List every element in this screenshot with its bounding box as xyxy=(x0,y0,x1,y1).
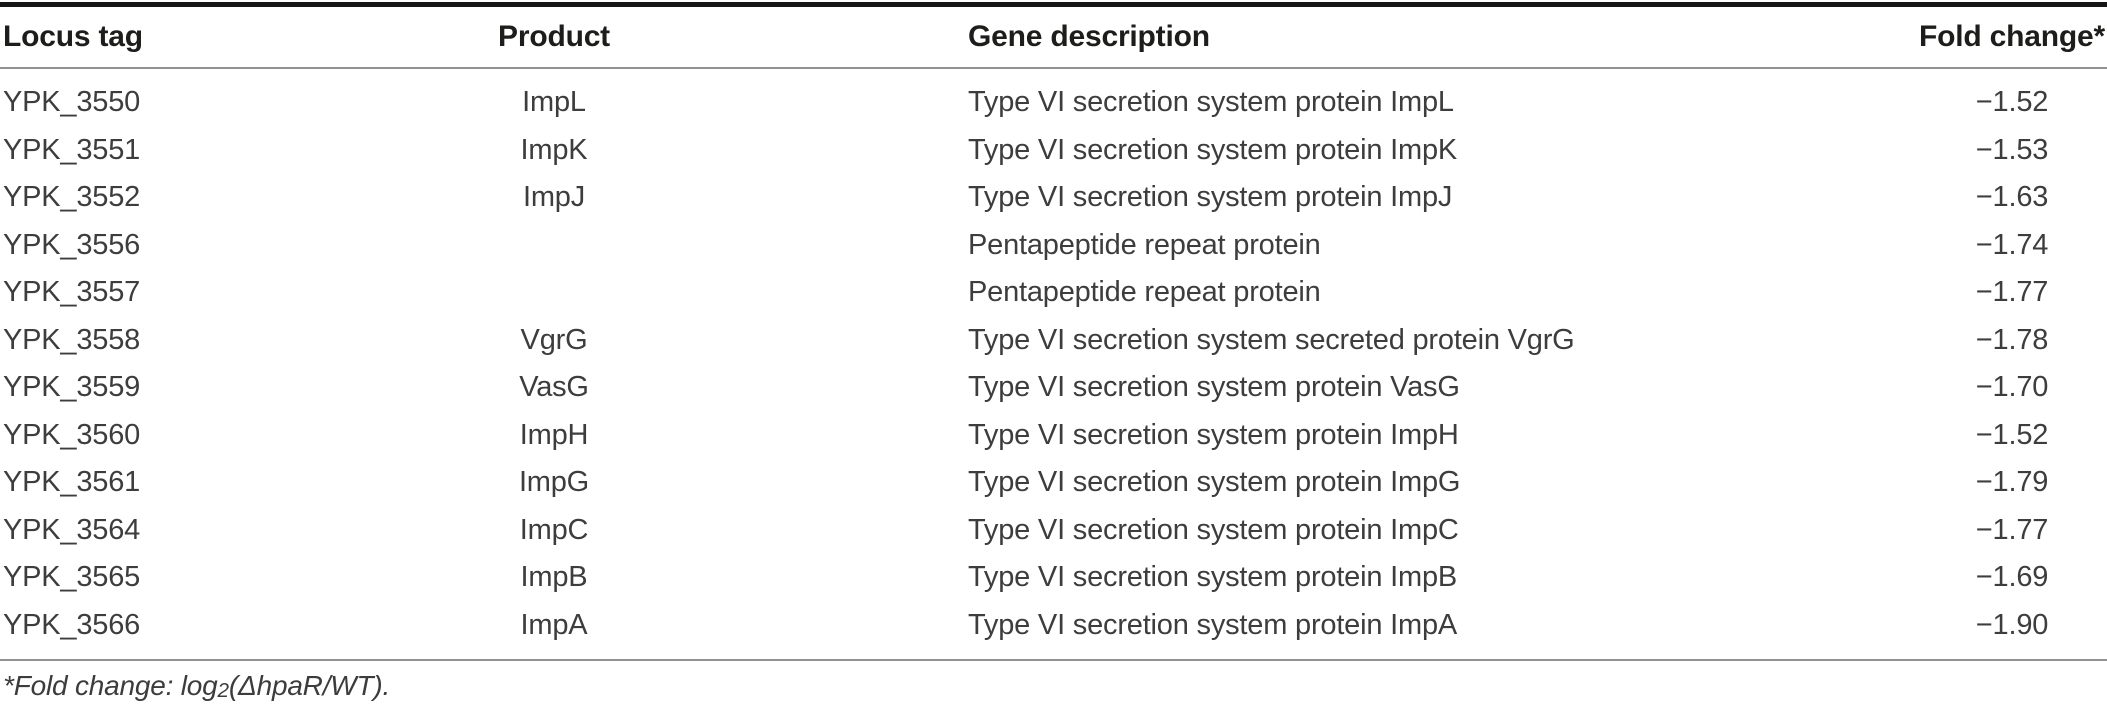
fold-change-cell: −1.90 xyxy=(1975,608,2049,641)
column-header-locus-tag: Locus tag xyxy=(3,20,143,53)
locus-tag-cell: YPK_3565 xyxy=(3,561,141,594)
fold-change-cell: −1.77 xyxy=(1975,276,2049,309)
column-header-product: Product xyxy=(498,20,610,53)
gene-description-cell: Type VI secretion system protein ImpL xyxy=(968,86,1454,119)
table-row: YPK_3552 ImpJ Type VI secretion system p… xyxy=(0,174,2107,222)
table-bottom-rule xyxy=(0,659,2107,661)
fold-change-cell: −1.52 xyxy=(1975,418,2049,451)
table-row: YPK_3561 ImpG Type VI secretion system p… xyxy=(0,459,2107,507)
locus-tag-cell: YPK_3552 xyxy=(3,181,141,214)
fold-change-cell: −1.53 xyxy=(1975,133,2049,166)
product-cell: VasG xyxy=(519,371,589,404)
product-cell: ImpH xyxy=(519,418,589,451)
footnote-suffix: (ΔhpaR/WT). xyxy=(228,670,391,701)
table-row: YPK_3560 ImpH Type VI secretion system p… xyxy=(0,412,2107,460)
locus-tag-cell: YPK_3564 xyxy=(3,513,141,546)
footnote-prefix: *Fold change: log xyxy=(3,670,218,701)
locus-tag-cell: YPK_3558 xyxy=(3,323,141,356)
column-header-gene-description: Gene description xyxy=(968,20,1210,53)
fold-change-cell: −1.78 xyxy=(1975,323,2049,356)
fold-change-cell: −1.52 xyxy=(1975,86,2049,119)
table-body: YPK_3550 ImpL Type VI secretion system p… xyxy=(0,69,2107,659)
table-row: YPK_3551 ImpK Type VI secretion system p… xyxy=(0,127,2107,175)
table-row: YPK_3557 Pentapeptide repeat protein −1.… xyxy=(0,269,2107,317)
gene-description-cell: Type VI secretion system protein ImpK xyxy=(968,133,1458,166)
column-header-fold-change: Fold change* xyxy=(1919,20,2105,53)
table-row: YPK_3559 VasG Type VI secretion system p… xyxy=(0,364,2107,412)
table-row: YPK_3564 ImpC Type VI secretion system p… xyxy=(0,507,2107,555)
fold-change-cell: −1.79 xyxy=(1975,466,2049,499)
locus-tag-cell: YPK_3566 xyxy=(3,608,141,641)
fold-change-cell: −1.70 xyxy=(1975,371,2049,404)
table-row: YPK_3550 ImpL Type VI secretion system p… xyxy=(0,79,2107,127)
gene-description-cell: Pentapeptide repeat protein xyxy=(968,276,1321,309)
locus-tag-cell: YPK_3560 xyxy=(3,418,141,451)
table-header-row: Locus tag Product Gene description Fold … xyxy=(0,7,2107,69)
table-row: YPK_3556 Pentapeptide repeat protein −1.… xyxy=(0,222,2107,270)
gene-description-cell: Type VI secretion system protein ImpG xyxy=(968,466,1461,499)
locus-tag-cell: YPK_3551 xyxy=(3,133,141,166)
table-row: YPK_3565 ImpB Type VI secretion system p… xyxy=(0,554,2107,602)
product-cell: ImpJ xyxy=(522,181,586,214)
product-cell: VgrG xyxy=(520,323,588,356)
table-row: YPK_3558 VgrG Type VI secretion system s… xyxy=(0,317,2107,365)
product-cell: ImpL xyxy=(522,86,586,119)
locus-tag-cell: YPK_3556 xyxy=(3,228,141,261)
gene-description-cell: Type VI secretion system protein ImpJ xyxy=(968,181,1453,214)
locus-tag-cell: YPK_3557 xyxy=(3,276,141,309)
gene-description-cell: Type VI secretion system protein ImpC xyxy=(968,513,1459,546)
fold-change-cell: −1.74 xyxy=(1975,228,2049,261)
locus-tag-cell: YPK_3561 xyxy=(3,466,141,499)
product-cell: ImpA xyxy=(520,608,588,641)
product-cell: ImpK xyxy=(520,133,588,166)
gene-description-cell: Type VI secretion system protein VasG xyxy=(968,371,1460,404)
product-cell: ImpB xyxy=(520,561,588,594)
fold-change-cell: −1.69 xyxy=(1975,561,2049,594)
gene-description-cell: Type VI secretion system protein ImpA xyxy=(968,608,1458,641)
gene-description-cell: Type VI secretion system protein ImpB xyxy=(968,561,1458,594)
table-row: YPK_3566 ImpA Type VI secretion system p… xyxy=(0,602,2107,650)
product-cell: ImpG xyxy=(518,466,590,499)
gene-description-cell: Type VI secretion system secreted protei… xyxy=(968,323,1575,356)
table-top-rule xyxy=(0,2,2107,7)
locus-tag-cell: YPK_3550 xyxy=(3,86,141,119)
fold-change-cell: −1.77 xyxy=(1975,513,2049,546)
fold-change-cell: −1.63 xyxy=(1975,181,2049,214)
product-cell: ImpC xyxy=(519,513,589,546)
gene-description-cell: Pentapeptide repeat protein xyxy=(968,228,1321,261)
locus-tag-cell: YPK_3559 xyxy=(3,371,141,404)
gene-description-cell: Type VI secretion system protein ImpH xyxy=(968,418,1459,451)
